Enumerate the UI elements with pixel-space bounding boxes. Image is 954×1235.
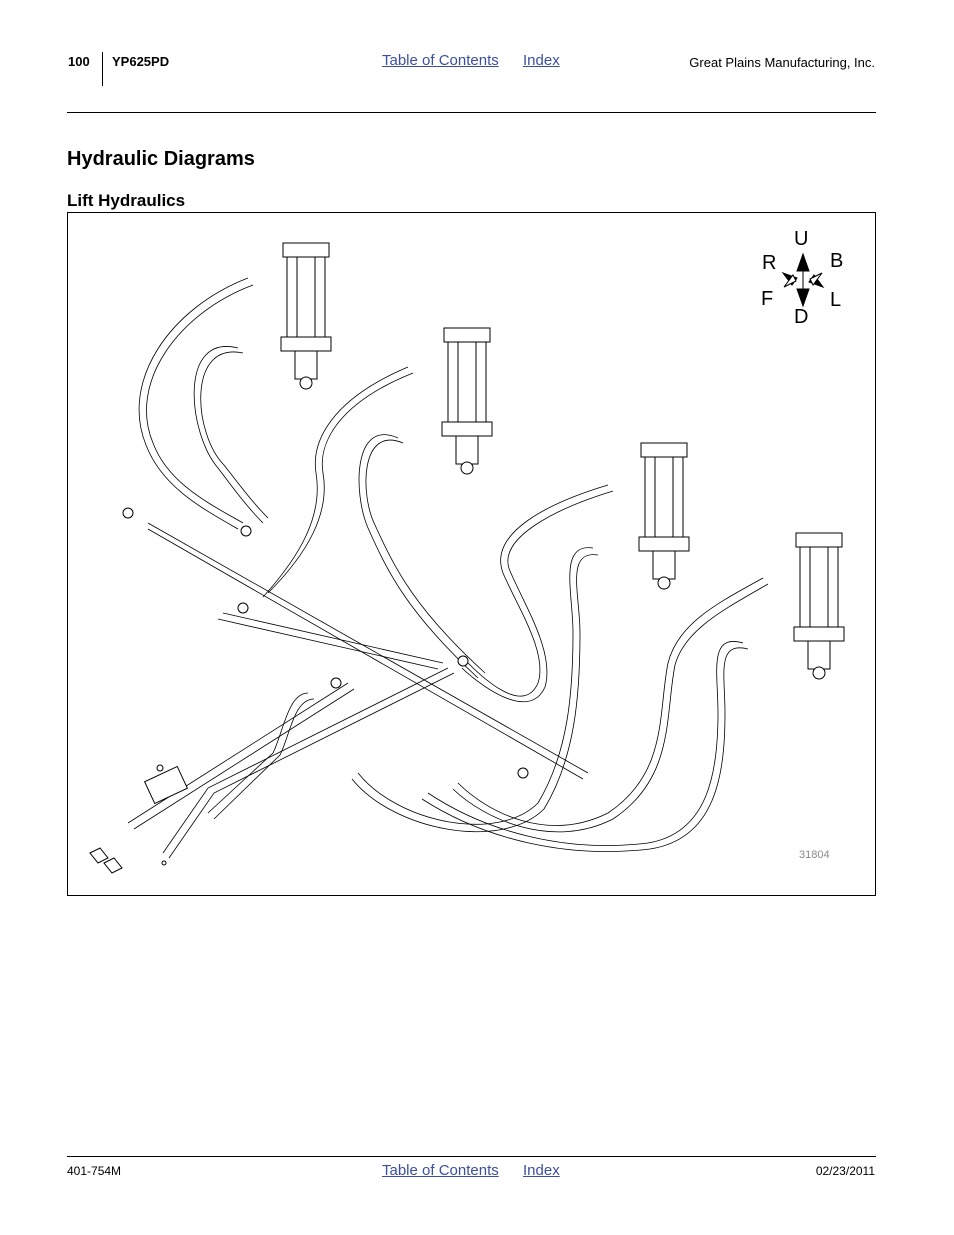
page-number: 100 [68, 54, 90, 69]
compass-down-label: D [794, 306, 808, 328]
footer-rule [67, 1156, 876, 1157]
footer-index-link[interactable]: Index [523, 1162, 560, 1179]
header-toc-link[interactable]: Table of Contents [382, 52, 499, 69]
hydraulic-diagram: U D R B F L 31804 [89, 228, 845, 874]
subsection-title: Lift Hydraulics [67, 191, 186, 210]
header-rule [67, 112, 876, 113]
figure-number: 31804 [799, 849, 830, 861]
section-title: Hydraulic Diagrams [67, 148, 255, 170]
compass-front-label: F [761, 288, 773, 310]
company-name: Great Plains Manufacturing, Inc. [689, 55, 875, 70]
header-divider [102, 52, 103, 86]
compass-left-label: L [830, 289, 841, 311]
footer-date: 02/23/2011 [815, 1164, 875, 1178]
compass-up-label: U [794, 228, 808, 250]
footer-toc-link[interactable]: Table of Contents [382, 1162, 499, 1179]
model-name: YP625PD [112, 54, 170, 69]
compass-back-label: B [830, 250, 843, 272]
header-index-link[interactable]: Index [523, 52, 560, 69]
doc-number: 401-754M [67, 1164, 122, 1178]
compass-right-label: R [762, 252, 776, 274]
lift-hydraulics-figure: U D R B F L 31804 [67, 212, 876, 896]
